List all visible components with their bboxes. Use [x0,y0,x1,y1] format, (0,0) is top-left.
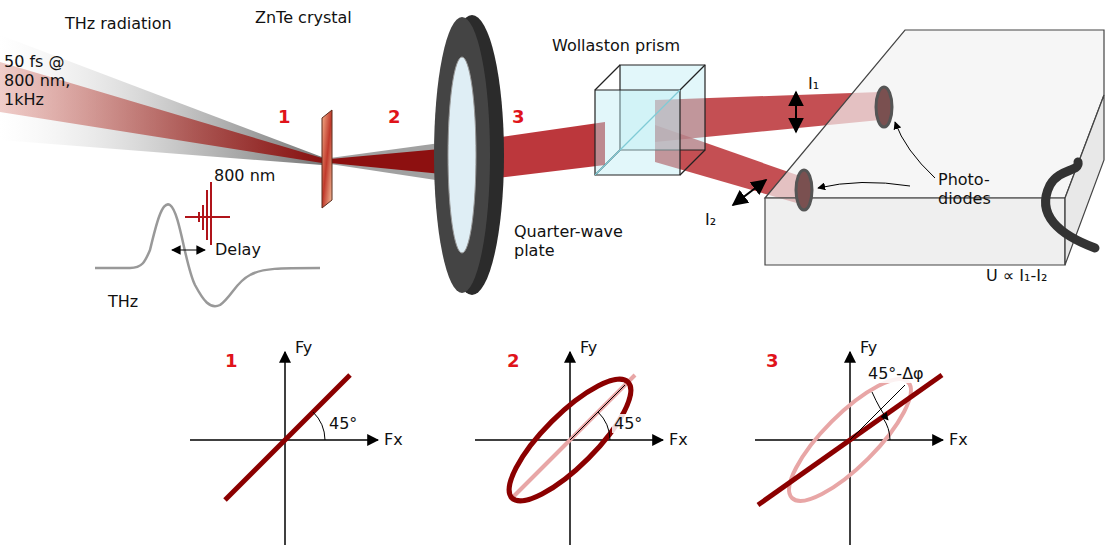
callout-number: 3 [766,350,779,372]
polarization-ellipse-faded [774,364,927,517]
polarization-arrow [733,180,766,205]
leader-line [895,122,935,178]
component-label: Photo-diodes [938,170,1018,208]
axis-label: Fy [580,338,597,357]
photodiode [876,87,892,127]
angle-label: 45° [327,414,359,433]
axis-label: Fy [860,338,877,357]
polarization-line [758,375,942,505]
waveplate-glass [448,57,476,253]
delay-arrow [172,249,205,250]
waveplate-face [434,17,490,293]
signal-label: U ∝ I₁-I₂ [986,266,1047,285]
polarization-line [225,375,350,500]
component-label: Wollaston prism [552,36,680,55]
callout-number: 3 [512,106,525,128]
polarization-line-faded [510,375,635,500]
polarization-arrow [795,92,797,132]
signal-cable [1046,162,1095,248]
plot-axes [190,352,943,545]
waveform-label: THz [108,292,138,311]
probe-pulse [185,182,230,245]
callout-number: 2 [388,106,401,128]
polarization-ellipse [494,364,647,517]
wollaston-prism [595,65,705,175]
component-label: ZnTe crystal [255,8,352,27]
axis-label: Fy [295,338,312,357]
beam-label: THz radiation [65,14,172,33]
thz-beam [0,35,322,165]
axis-label: Fx [384,430,403,449]
angle-arc [883,418,890,440]
detector-box [765,30,1104,265]
laser-spec: 50 fs @ 800 nm, 1kHz [4,52,99,110]
component-label: Quarter-wave plate [514,222,624,260]
leader-line [872,392,888,420]
photodiode [796,170,812,210]
delay-label: Delay [213,240,263,259]
pulse-label: 800 nm [214,166,275,185]
callout-number: 1 [225,350,238,372]
axis-label: Fx [669,430,688,449]
angle-label: 45°-Δφ [866,364,926,383]
axis-label: Fx [949,430,968,449]
leader-line [818,182,910,188]
znte-crystal [322,110,332,208]
callout-number: 1 [278,106,291,128]
angle-arc [313,412,325,440]
intensity-label: I₁ [808,74,819,93]
angle-label: 45° [612,414,644,433]
ellipse-axis [850,385,905,440]
intensity-label: I₂ [705,210,716,229]
angle-arc [598,412,610,440]
callout-number: 2 [507,350,520,372]
